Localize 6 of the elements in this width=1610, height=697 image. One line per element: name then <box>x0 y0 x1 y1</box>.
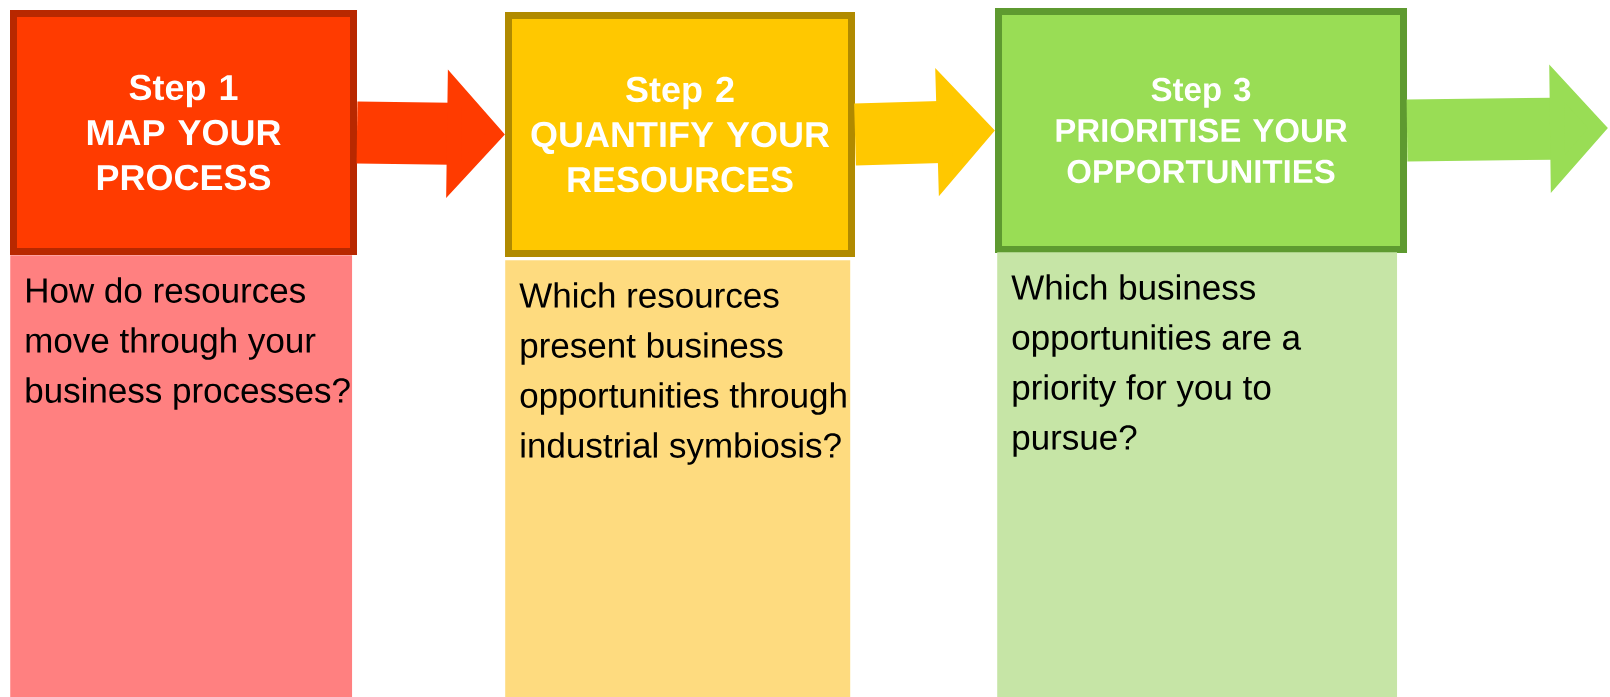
text-panel: Which resources present business opportunities through industrial symbiosis? <box>505 260 851 697</box>
text-panel: How do resources move through your business processes? <box>10 255 353 697</box>
step-box: Step 3 PRIORITISE YOUR OPPORTUNITIES <box>995 8 1407 253</box>
text-panel: Which business opportunities are a priority for you to pursue? <box>997 252 1398 697</box>
step-box: Step 2 QUANTIFY YOUR RESOURCES <box>505 12 855 257</box>
step-box: Step 1 MAP YOUR PROCESS <box>10 10 357 255</box>
